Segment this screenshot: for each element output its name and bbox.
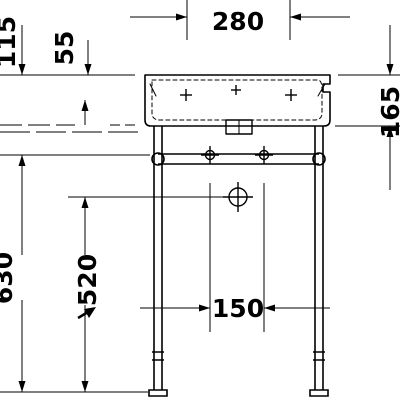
slope-arrow-icon xyxy=(84,307,96,318)
foot-right xyxy=(309,389,329,397)
arrow-280-right-icon xyxy=(290,13,301,21)
rail-end-right xyxy=(312,152,326,166)
arrow-55-top-icon xyxy=(84,64,92,75)
arrow-520-bottom-icon xyxy=(81,381,89,392)
arrowheads xyxy=(18,13,394,392)
basin-bowl xyxy=(151,79,323,121)
arrow-165-top-icon xyxy=(386,64,394,75)
arrow-150-left-icon xyxy=(199,304,210,312)
basin-outline xyxy=(144,74,331,127)
dim-drain-height: 520 xyxy=(73,254,102,306)
arrow-55-bottom-icon xyxy=(81,100,89,111)
basin-rim-left xyxy=(149,83,157,97)
arrow-520-top-icon xyxy=(81,197,89,208)
basin xyxy=(144,74,331,135)
arrow-115-icon xyxy=(18,64,26,75)
rail-end-left xyxy=(151,152,165,166)
supply-connections xyxy=(201,146,273,212)
leg-right xyxy=(314,126,324,390)
arrow-150-right-icon xyxy=(264,304,275,312)
arrow-280-left-icon xyxy=(176,13,187,21)
leg-left-coupling xyxy=(152,351,164,361)
tap-holes xyxy=(180,85,297,101)
leg-right-coupling xyxy=(313,351,325,361)
frame xyxy=(148,126,329,397)
dim-drain-spacing: 150 xyxy=(212,294,264,323)
dim-clipped-left: 115 xyxy=(0,16,21,68)
arrow-630-top-icon xyxy=(18,155,26,166)
dim-top-width: 280 xyxy=(212,7,264,36)
leg-left xyxy=(153,126,163,390)
dim-basin-height: 165 xyxy=(376,86,400,138)
arrow-630-bottom-icon xyxy=(18,381,26,392)
towel-rail xyxy=(158,153,319,165)
dim-total-height: 630 xyxy=(0,252,18,304)
foot-left xyxy=(148,389,168,397)
arrow-165-bottom-icon xyxy=(386,126,394,137)
basin-rim-right xyxy=(317,83,326,97)
slope-indicator xyxy=(77,307,96,320)
dim-tap-offset: 55 xyxy=(50,31,79,66)
